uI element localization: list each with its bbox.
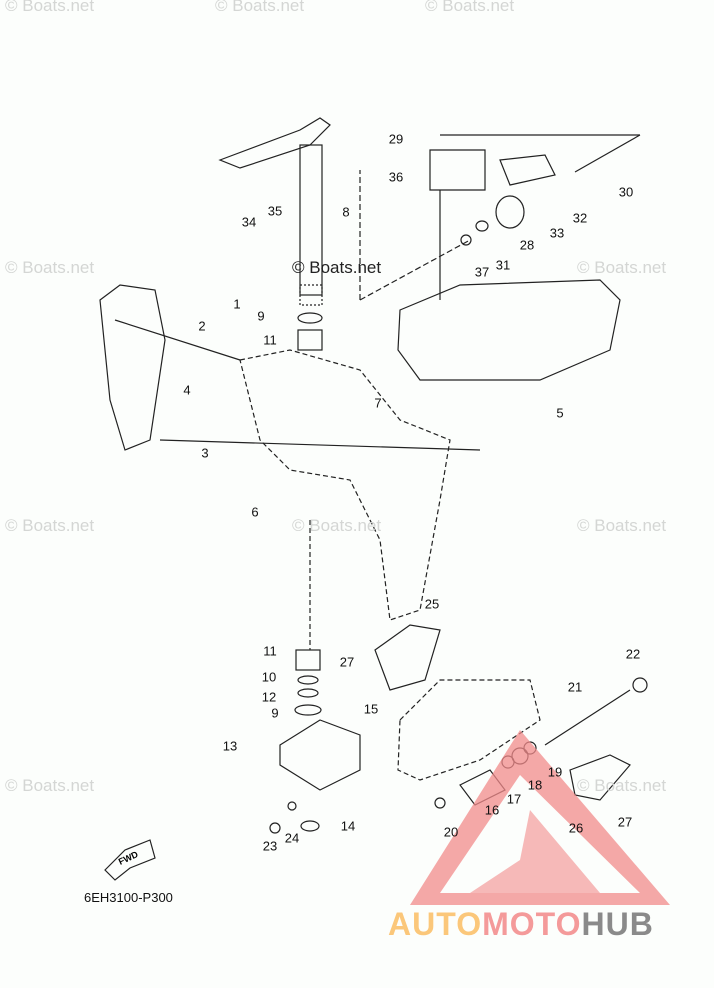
callout-label: 37: [474, 264, 490, 280]
callout-label: 29: [388, 131, 404, 147]
callout-label: 27: [339, 654, 355, 670]
watermark: © Boats.net: [5, 516, 95, 535]
callout-label: 23: [262, 838, 278, 854]
callout-label: 30: [618, 184, 634, 200]
watermark: © Boats.net: [577, 516, 667, 535]
callout-label: 33: [549, 225, 565, 241]
callout-label: 24: [284, 830, 300, 846]
callout-label: 26: [568, 820, 584, 836]
callout-label: 11: [263, 643, 277, 659]
callout-label: 25: [424, 596, 440, 612]
bolt-21: [544, 689, 631, 746]
callout-label: 21: [567, 679, 583, 695]
watermark: © Boats.net: [5, 776, 95, 795]
lower-cover: [569, 754, 631, 801]
brand-logo: AUTOMOTOHUB: [388, 906, 654, 942]
swivel-bracket: [239, 349, 451, 621]
callout-label: 27: [617, 814, 633, 830]
callout-label: 10: [261, 669, 277, 685]
callout-label: 18: [527, 777, 543, 793]
callout-label: 35: [267, 203, 283, 219]
fwd-arrow-icon: [104, 839, 156, 881]
lower-cowling: [397, 279, 621, 381]
callout-label: 6: [251, 504, 259, 520]
callout-label: 15: [363, 701, 379, 717]
callout-label: 9: [271, 705, 279, 721]
callout-label: 19: [547, 764, 563, 780]
upper-cover: [374, 624, 441, 691]
bolt-30: [574, 134, 641, 173]
callout-label: 31: [495, 257, 511, 273]
callout-label: 11: [263, 332, 277, 348]
callout-label: 20: [443, 824, 459, 840]
callout-label: 32: [572, 210, 588, 226]
callout-label: 22: [625, 646, 641, 662]
callout-label: 13: [222, 738, 238, 754]
callout-label: 28: [519, 237, 535, 253]
callout-label: 7: [374, 395, 382, 411]
callout-label: 5: [556, 405, 564, 421]
watermark: © Boats.net: [577, 258, 667, 277]
callout-label: 4: [183, 382, 191, 398]
watermark: © Boats.net: [5, 0, 95, 15]
callout-label: 2: [198, 318, 206, 334]
callout-label: 9: [257, 308, 265, 324]
watermark: © Boats.net: [5, 258, 95, 277]
callout-label: 34: [241, 214, 257, 230]
lower-mount-housing: [279, 719, 361, 791]
callout-label: 3: [201, 445, 209, 461]
callout-label: 14: [340, 818, 356, 834]
callout-label: 36: [388, 169, 404, 185]
steering-arm: [218, 117, 331, 169]
watermark: © Boats.net: [292, 516, 382, 535]
clamp-bracket: [99, 284, 166, 451]
watermark: © Boats.net: [425, 0, 515, 15]
watermark: © Boats.net: [215, 0, 305, 15]
watermark: © Boats.net: [577, 776, 667, 795]
steering-shaft: [299, 144, 323, 296]
callout-label: 8: [342, 204, 350, 220]
mount-rubber-upper: [429, 149, 486, 191]
callout-label: 12: [261, 689, 277, 705]
automotohub-logo-triangle: [410, 730, 670, 905]
callout-label: 1: [233, 296, 241, 312]
watermark: © Boats.net: [292, 258, 382, 277]
diagram-code: 6EH3100-P300: [84, 890, 173, 905]
callout-label: 17: [506, 791, 522, 807]
callout-label: 16: [484, 802, 500, 818]
